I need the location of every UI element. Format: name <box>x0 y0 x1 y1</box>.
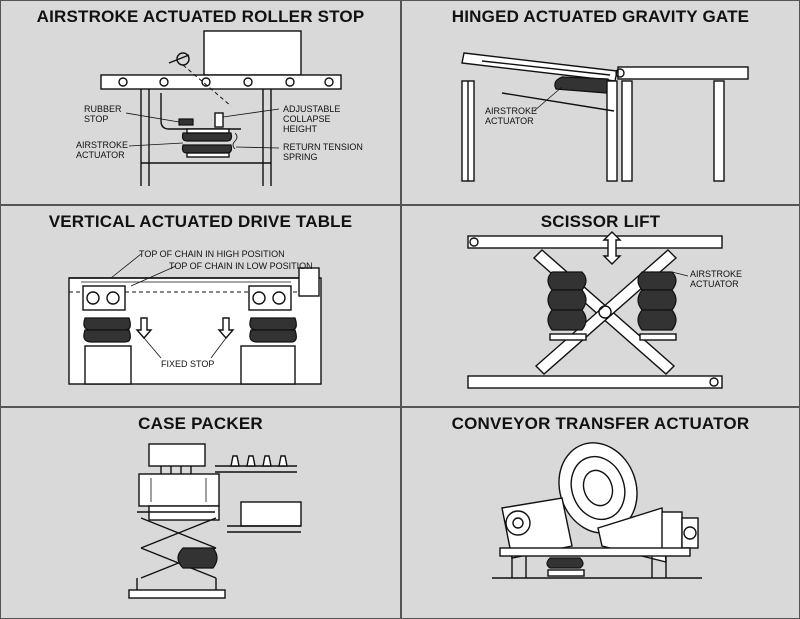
panel-roller-stop: AIRSTROKE ACTUATED ROLLER STOP <box>0 0 401 205</box>
panel-scissor-lift: SCISSOR LIFT AIRSTROKE ACTUATOR <box>401 205 800 407</box>
panel-transfer-actuator: CONVEYOR TRANSFER ACTUATOR <box>401 407 800 619</box>
label-adjustable-collapse-height: ADJUSTABLE COLLAPSE HEIGHT <box>283 104 341 134</box>
label-airstroke-actuator: AIRSTROKE ACTUATOR <box>690 269 743 289</box>
transfer-actuator-illustration <box>492 442 702 579</box>
panel-title: SCISSOR LIFT <box>540 212 661 231</box>
roller-stop-illustration <box>100 30 342 186</box>
panel-title: HINGED ACTUATED GRAVITY GATE <box>451 7 750 26</box>
panel-title: CASE PACKER <box>138 414 263 433</box>
panel-title: VERTICAL ACTUATED DRIVE TABLE <box>48 212 353 231</box>
case-packer-illustration <box>128 443 302 599</box>
drive-table-illustration <box>68 253 322 385</box>
label-airstroke-actuator: AIRSTROKE ACTUATOR <box>485 106 538 126</box>
label-return-tension-spring: RETURN TENSION SPRING <box>283 142 363 162</box>
panel-title: CONVEYOR TRANSFER ACTUATOR <box>451 414 750 433</box>
panel-gravity-gate: HINGED ACTUATED GRAVITY GATE AIRSTROKE A… <box>401 0 800 205</box>
label-top-chain-high: TOP OF CHAIN IN HIGH POSITION <box>139 249 285 259</box>
label-top-chain-low: TOP OF CHAIN IN LOW POSITION <box>169 261 313 271</box>
label-airstroke-actuator: AIRSTROKE ACTUATOR <box>76 140 129 160</box>
label-fixed-stop: FIXED STOP <box>161 359 215 369</box>
panel-drive-table: VERTICAL ACTUATED DRIVE TABLE TOP OF CH <box>0 205 401 407</box>
panel-case-packer: CASE PACKER <box>0 407 401 619</box>
label-rubber-stop: RUBBER STOP <box>84 104 122 124</box>
gravity-gate-illustration <box>461 52 749 182</box>
panel-title: AIRSTROKE ACTUATED ROLLER STOP <box>36 7 365 26</box>
scissor-lift-illustration <box>467 231 723 389</box>
